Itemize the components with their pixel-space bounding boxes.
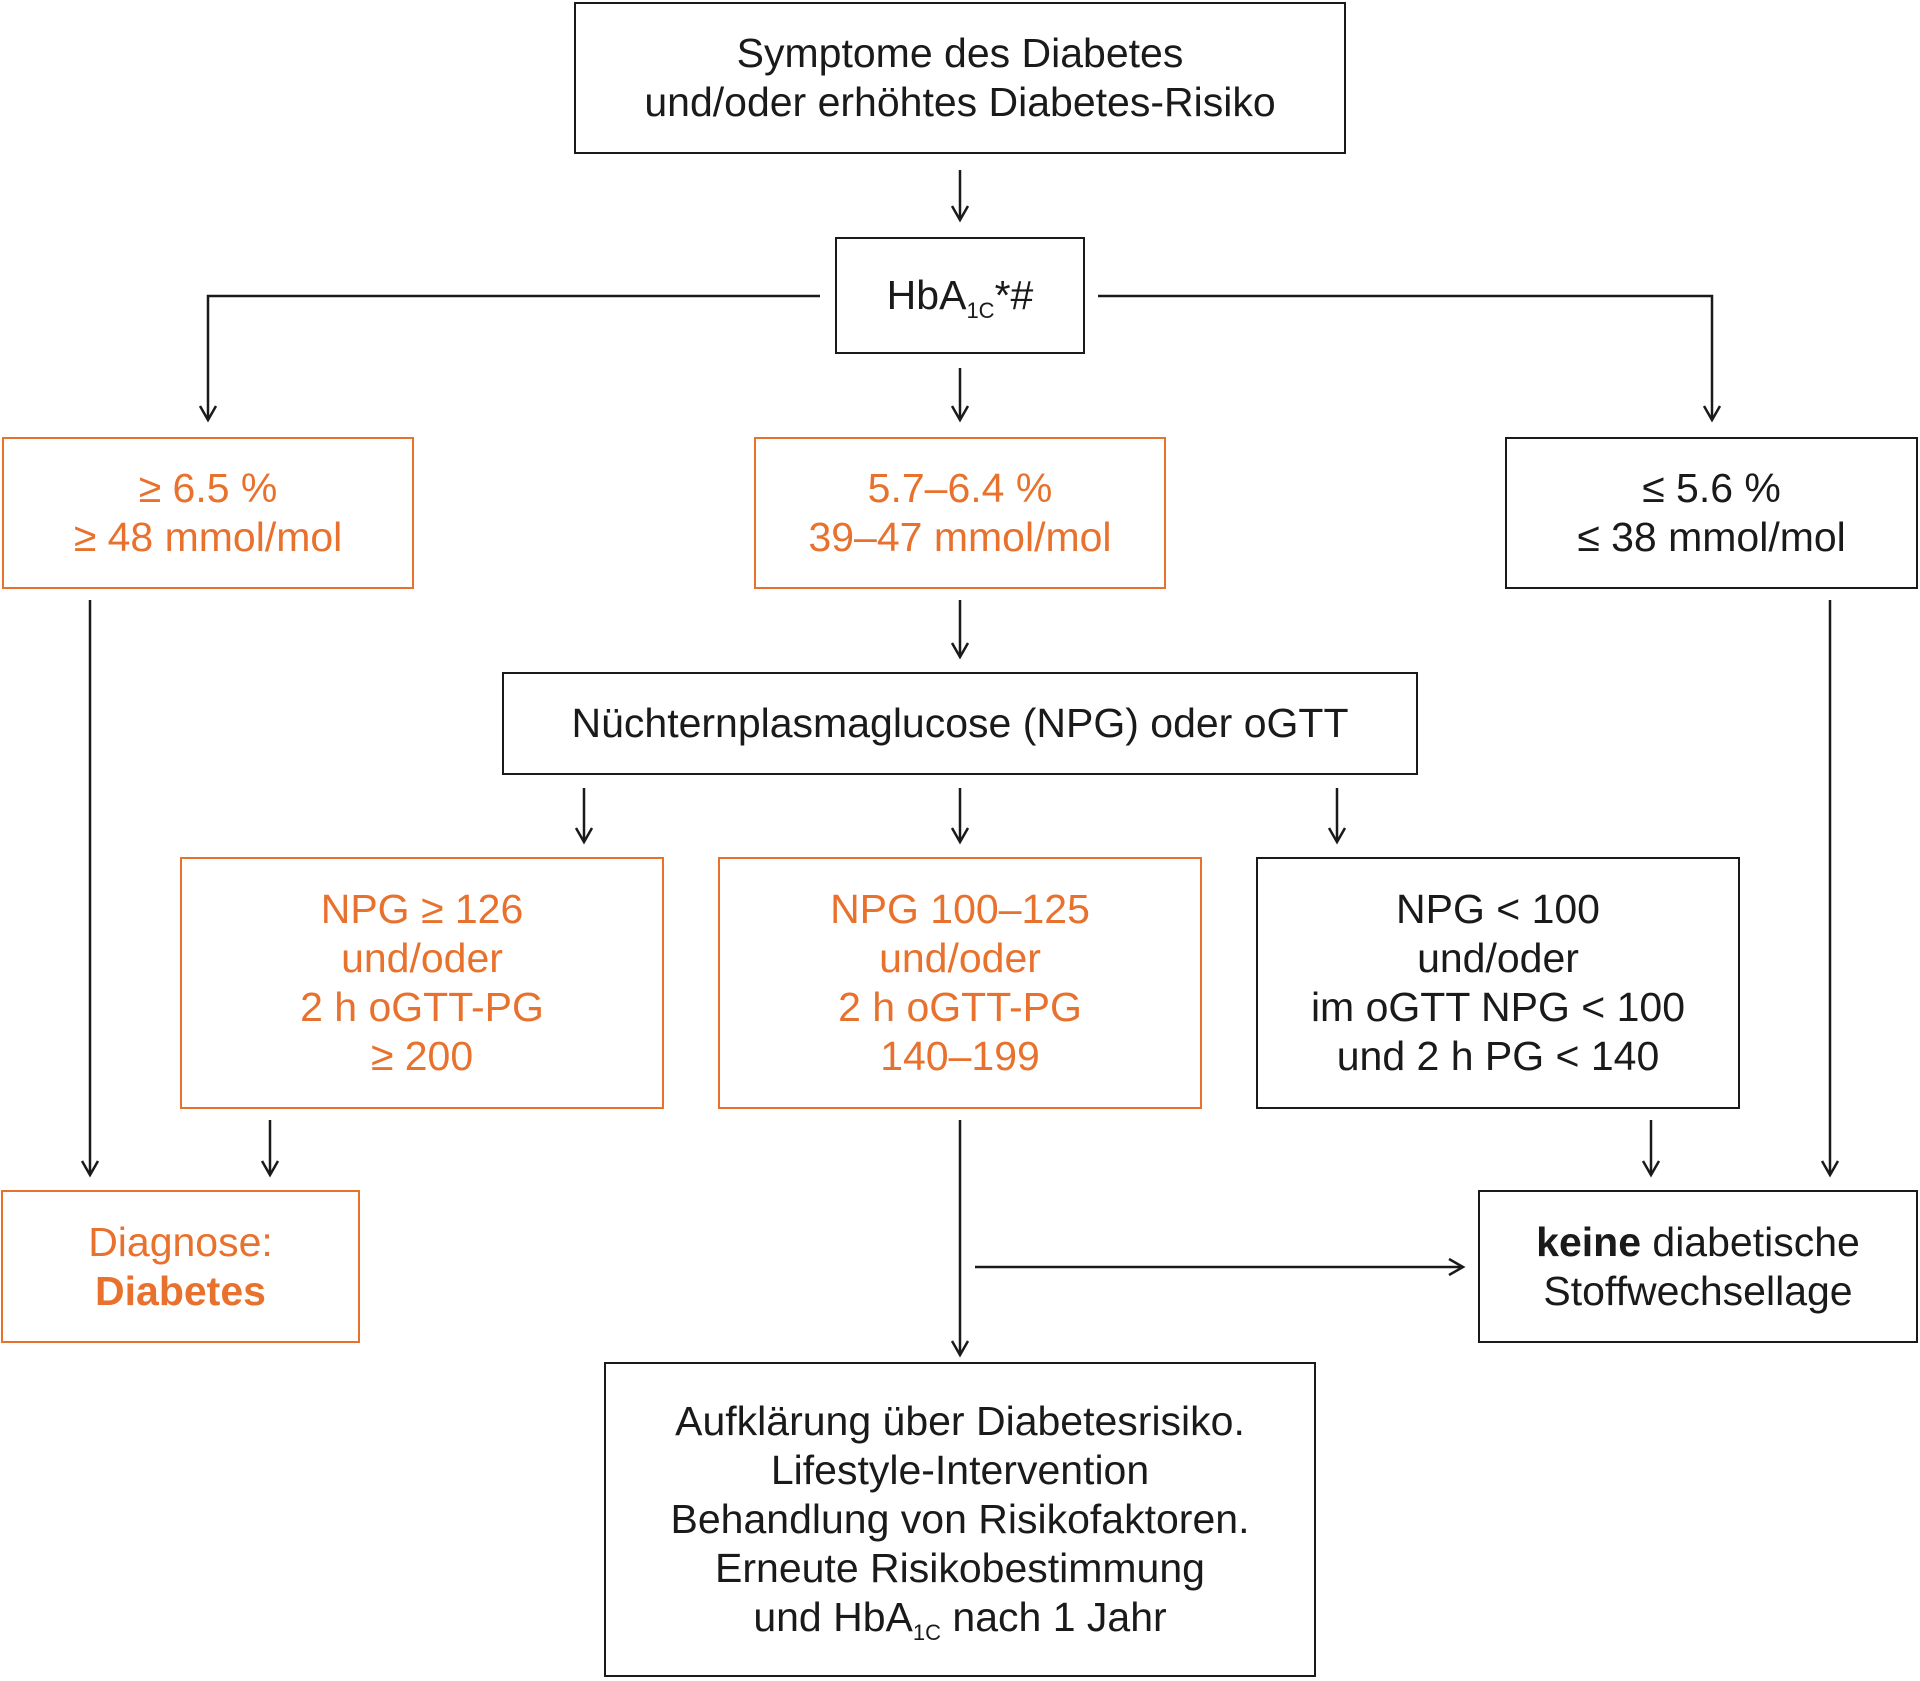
box-symptoms-line2: und/oder erhöhtes Diabetes-Risiko: [644, 79, 1276, 125]
box-no-diabetes-line1: keine diabetische: [1536, 1218, 1860, 1267]
hba1c-prefix: HbA: [886, 272, 967, 318]
box-advice-line1: Aufklärung über Diabetesrisiko.: [675, 1398, 1245, 1444]
box-hba1c-label: HbA1C*#: [886, 271, 1034, 323]
box-npg-low-line3: im oGTT NPG < 100: [1310, 984, 1686, 1030]
box-hba1c-mid-line2: 39–47 mmol/mol: [808, 514, 1112, 560]
box-advice-line2: Lifestyle-Intervention: [770, 1447, 1150, 1493]
box-npg-mid-line1: NPG 100–125: [830, 886, 1090, 932]
box-hba1c-low-line1: ≤ 5.6 %: [1642, 465, 1781, 511]
box-diagnosis-line1: Diagnose:: [88, 1218, 273, 1265]
no-diabetes-rest: diabetische: [1641, 1218, 1860, 1265]
box-no-diabetes: keine diabetische Stoffwechsellage: [1478, 1190, 1918, 1343]
box-npg-high-line3: 2 h oGTT-PG: [300, 984, 544, 1030]
arrow-hba1c-to-high: [198, 294, 820, 423]
box-npg-low-line4: und 2 h PG < 140: [1336, 1033, 1660, 1079]
box-npg-high-line4: ≥ 200: [370, 1033, 474, 1079]
box-advice-line5: und HbA1C nach 1 Jahr: [753, 1593, 1167, 1645]
box-npg-high-line1: NPG ≥ 126: [320, 886, 524, 932]
hba1c-suffix: *#: [994, 272, 1034, 318]
box-hba1c-mid: 5.7–6.4 % 39–47 mmol/mol: [754, 437, 1166, 589]
box-npg-mid-line2: und/oder: [879, 935, 1041, 981]
box-hba1c-low: ≤ 5.6 % ≤ 38 mmol/mol: [1505, 437, 1918, 589]
box-npg-mid: NPG 100–125 und/oder 2 h oGTT-PG 140–199: [718, 857, 1202, 1109]
box-npg-high-line2: und/oder: [341, 935, 503, 981]
box-npg-mid-line3: 2 h oGTT-PG: [838, 984, 1082, 1030]
box-advice-line4: Erneute Risikobestimmung: [715, 1545, 1205, 1591]
box-npg-test-line1: Nüchternplasmaglucose (NPG) oder oGTT: [571, 700, 1349, 746]
box-diagnosis: Diagnose: Diabetes: [1, 1190, 360, 1343]
box-hba1c: HbA1C*#: [835, 237, 1085, 354]
advice-line5-suffix: nach 1 Jahr: [941, 1594, 1167, 1640]
box-no-diabetes-line2: Stoffwechsellage: [1543, 1267, 1853, 1314]
advice-line5-subscript: 1C: [912, 1620, 942, 1645]
hba1c-subscript: 1C: [966, 298, 995, 323]
box-npg-mid-line4: 140–199: [880, 1033, 1040, 1079]
advice-line5-prefix: und HbA: [753, 1594, 913, 1640]
box-hba1c-low-line2: ≤ 38 mmol/mol: [1577, 514, 1846, 560]
box-npg-low-line1: NPG < 100: [1396, 886, 1600, 932]
box-hba1c-high-line1: ≥ 6.5 %: [138, 465, 278, 511]
box-symptoms-line1: Symptome des Diabetes: [736, 30, 1184, 76]
box-hba1c-high: ≥ 6.5 % ≥ 48 mmol/mol: [2, 437, 414, 589]
box-hba1c-mid-line1: 5.7–6.4 %: [867, 465, 1053, 511]
box-npg-low-line2: und/oder: [1417, 935, 1579, 981]
box-advice-line3: Behandlung von Risikofaktoren.: [670, 1496, 1250, 1542]
box-advice: Aufklärung über Diabetesrisiko. Lifestyl…: [604, 1362, 1316, 1677]
arrow-hba1c-to-low: [1098, 294, 1722, 423]
no-diabetes-bold-word: keine: [1536, 1218, 1641, 1265]
box-hba1c-high-line2: ≥ 48 mmol/mol: [73, 514, 343, 560]
box-symptoms: Symptome des Diabetes und/oder erhöhtes …: [574, 2, 1346, 154]
box-npg-low: NPG < 100 und/oder im oGTT NPG < 100 und…: [1256, 857, 1740, 1109]
box-diagnosis-line2: Diabetes: [95, 1267, 266, 1314]
box-npg-high: NPG ≥ 126 und/oder 2 h oGTT-PG ≥ 200: [180, 857, 664, 1109]
box-npg-test: Nüchternplasmaglucose (NPG) oder oGTT: [502, 672, 1418, 775]
